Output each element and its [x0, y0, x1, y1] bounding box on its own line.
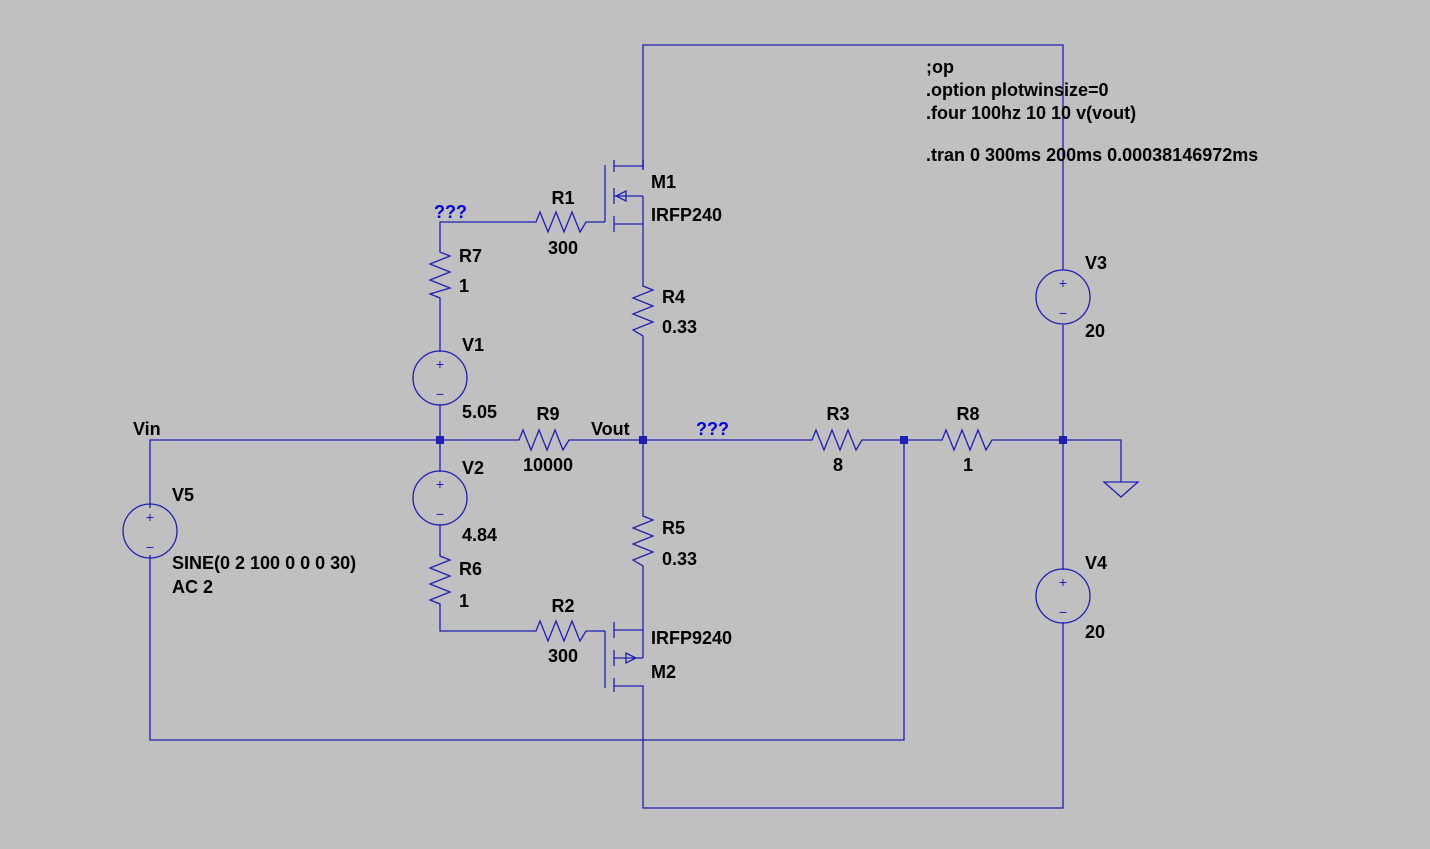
- wire-v5-return: [149, 440, 905, 741]
- plus-icon: +: [436, 356, 444, 372]
- voltage-source-v2-icon: [412, 470, 468, 526]
- voltage-source-v3-icon: [1035, 269, 1091, 325]
- junction-vin: [436, 436, 444, 444]
- mosfet-m1[interactable]: [604, 160, 644, 232]
- junction-vout: [639, 436, 647, 444]
- v5-name: V5: [172, 485, 194, 505]
- r8-value: 1: [963, 455, 973, 475]
- voltage-source-v4-icon: [1035, 568, 1091, 624]
- r4-name: R4: [662, 287, 685, 307]
- minus-icon: −: [436, 506, 444, 522]
- resistor-r5-icon: [631, 512, 655, 572]
- v4-name: V4: [1085, 553, 1107, 573]
- wires: [149, 44, 1122, 809]
- source-v3[interactable]: + −: [1035, 269, 1091, 325]
- plus-icon: +: [1059, 574, 1067, 590]
- r1-value: 300: [548, 238, 578, 258]
- junction-r3-r8: [900, 436, 908, 444]
- r7-value: 1: [459, 276, 469, 296]
- m1-model: IRFP240: [651, 205, 722, 225]
- resistor-r2-icon: [532, 619, 592, 643]
- v5-value: SINE(0 2 100 0 0 0 30): [172, 553, 356, 573]
- source-v1[interactable]: + −: [412, 350, 468, 406]
- m2-name: M2: [651, 662, 676, 682]
- resistor-r3-icon: [808, 428, 868, 452]
- minus-icon: −: [436, 386, 444, 402]
- r4-value: 0.33: [662, 317, 697, 337]
- minus-icon: −: [1059, 604, 1067, 620]
- v3-name: V3: [1085, 253, 1107, 273]
- resistor-r7-icon: [428, 248, 452, 302]
- wire-to-ground: [1063, 439, 1122, 482]
- v1-value: 5.05: [462, 402, 497, 422]
- r3-name: R3: [826, 404, 849, 424]
- r5-name: R5: [662, 518, 685, 538]
- directive-four: .four 100hz 10 10 v(vout): [926, 103, 1136, 123]
- wire-vin: [149, 439, 440, 508]
- r8-name: R8: [956, 404, 979, 424]
- minus-icon: −: [1059, 305, 1067, 321]
- mosfet-m2[interactable]: [604, 622, 644, 692]
- r7-name: R7: [459, 246, 482, 266]
- net-label-vin: Vin: [133, 419, 161, 439]
- wire-r6-r2: [439, 608, 532, 632]
- r6-name: R6: [459, 559, 482, 579]
- directive-option: .option plotwinsize=0: [926, 80, 1109, 100]
- junction-gnd: [1059, 436, 1067, 444]
- source-v2[interactable]: + −: [412, 470, 468, 526]
- directive-tran: .tran 0 300ms 200ms 0.00038146972ms: [926, 145, 1258, 165]
- net-label-unnamed-gate: ???: [434, 202, 467, 222]
- voltage-source-v5-icon: [122, 503, 178, 559]
- resistor-r8-icon: [938, 428, 998, 452]
- r9-name: R9: [536, 404, 559, 424]
- plus-icon: +: [436, 476, 444, 492]
- pmos-icon: [604, 622, 644, 692]
- net-label-vout: Vout: [591, 419, 630, 439]
- v2-name: V2: [462, 458, 484, 478]
- nmos-icon: [604, 160, 644, 232]
- resistor-r9-icon: [515, 428, 575, 452]
- r1-name: R1: [551, 188, 574, 208]
- r9-value: 10000: [523, 455, 573, 475]
- resistor-r4-icon: [631, 282, 655, 342]
- source-v4[interactable]: + −: [1035, 568, 1091, 624]
- v5-ac: AC 2: [172, 577, 213, 597]
- m1-name: M1: [651, 172, 676, 192]
- ground-icon: [1102, 481, 1140, 498]
- junctions: [436, 436, 1067, 444]
- r5-value: 0.33: [662, 549, 697, 569]
- v2-value: 4.84: [462, 525, 497, 545]
- m2-model: IRFP9240: [651, 628, 732, 648]
- voltage-source-v1-icon: [412, 350, 468, 406]
- r2-name: R2: [551, 596, 574, 616]
- plus-icon: +: [146, 509, 154, 525]
- wire-top-rail: [642, 44, 1064, 270]
- r2-value: 300: [548, 646, 578, 666]
- wire-r7-r1: [439, 221, 532, 248]
- minus-icon: −: [146, 539, 154, 555]
- net-label-unnamed-out: ???: [696, 419, 729, 439]
- directive-op: ;op: [926, 57, 954, 77]
- v1-name: V1: [462, 335, 484, 355]
- v3-value: 20: [1085, 321, 1105, 341]
- wire-bottom-rail: [642, 622, 1064, 809]
- r6-value: 1: [459, 591, 469, 611]
- v4-value: 20: [1085, 622, 1105, 642]
- plus-icon: +: [1059, 275, 1067, 291]
- resistor-r1-icon: [532, 210, 592, 234]
- resistor-r6-icon: [428, 552, 452, 608]
- source-v5[interactable]: + −: [122, 503, 178, 559]
- r3-value: 8: [833, 455, 843, 475]
